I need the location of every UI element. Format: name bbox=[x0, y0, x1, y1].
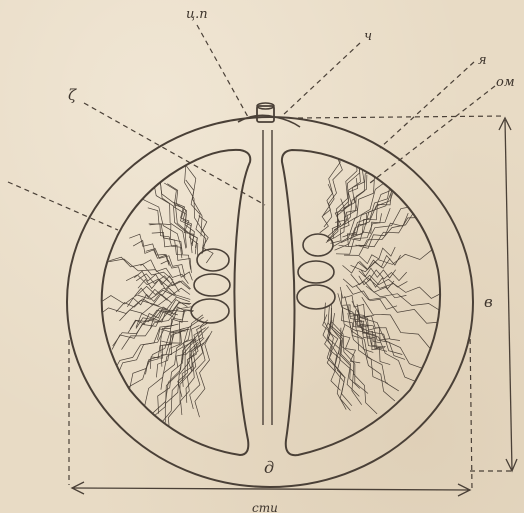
leader-peel-right bbox=[380, 62, 474, 148]
label-peel-right: я bbox=[478, 54, 487, 67]
vesicle-strand bbox=[331, 304, 368, 394]
label-width: д bbox=[264, 460, 274, 476]
label-axis: ζ bbox=[68, 88, 76, 103]
vesicle-strand bbox=[146, 249, 185, 278]
vesicle-strand bbox=[158, 342, 199, 446]
vesicle-strand bbox=[146, 331, 186, 374]
leader-peel-top bbox=[282, 43, 360, 116]
label-height: в bbox=[484, 295, 493, 310]
vesicle-strand bbox=[134, 271, 175, 286]
vesicle-strand bbox=[359, 268, 396, 278]
vesicle-strand bbox=[351, 249, 433, 271]
right-pulp-segment bbox=[282, 150, 440, 455]
stem bbox=[257, 103, 274, 122]
label-peel-top: ч bbox=[364, 30, 372, 43]
vesicle-strand bbox=[359, 247, 395, 264]
leader-lines bbox=[8, 25, 495, 230]
central-axis bbox=[263, 130, 272, 425]
vesicle-strand bbox=[328, 320, 345, 378]
vesicle-strand bbox=[161, 310, 194, 341]
vesicle-strand bbox=[343, 279, 406, 298]
vesicle-strand bbox=[112, 311, 178, 349]
left-seed-cluster bbox=[191, 249, 230, 323]
vesicle-strand bbox=[320, 184, 333, 233]
leader-stem bbox=[197, 25, 248, 117]
vesicle-strand bbox=[340, 287, 374, 318]
vesicle-strand bbox=[331, 308, 362, 405]
vesicle-strand bbox=[361, 270, 407, 281]
label-pulp-right: ом bbox=[496, 76, 515, 89]
vesicle-strand bbox=[368, 278, 445, 299]
vesicle-strand bbox=[344, 211, 415, 255]
right-seed-cluster bbox=[297, 234, 335, 309]
label-stem: ц.п bbox=[186, 8, 208, 21]
label-bottom-partial: сти bbox=[252, 502, 278, 513]
vesicle-strand bbox=[324, 156, 343, 227]
vesicle-strand bbox=[348, 306, 387, 352]
vesicle-strand bbox=[323, 322, 341, 390]
leader-left-pulp bbox=[8, 182, 118, 230]
vesicle-strand bbox=[333, 175, 367, 239]
